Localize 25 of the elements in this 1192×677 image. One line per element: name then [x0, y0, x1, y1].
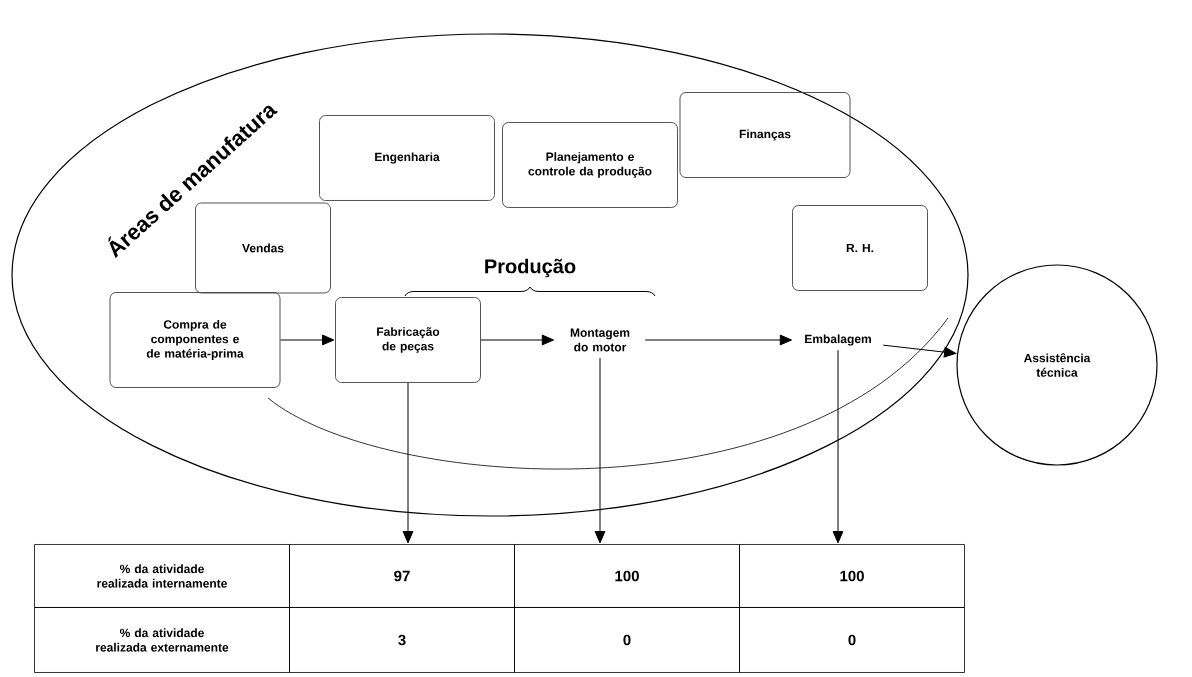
arrow: [594, 357, 606, 544]
area-box: Engenharia: [319, 115, 495, 201]
table-cell: 3: [289, 607, 515, 673]
arrow: [279, 334, 335, 346]
area-box: Finanças: [679, 92, 851, 178]
arrow: [832, 349, 844, 544]
group-label: Produção: [485, 258, 576, 278]
area-box: Planejamento e controle da produção: [502, 122, 678, 208]
arrow: [480, 334, 554, 346]
area-box: Compra de componentes e de matéria-prima: [109, 292, 281, 388]
area-box: Fabricação de peças: [335, 297, 481, 383]
table-cell: % da atividade realizada internamente: [34, 544, 290, 608]
table-cell: 0: [514, 607, 740, 673]
arrow: [644, 334, 792, 346]
process-text: Embalagem: [805, 334, 871, 346]
area-box: Vendas: [195, 202, 331, 294]
table-cell: 100: [514, 544, 740, 608]
process-text: Montagem do motor: [570, 328, 630, 352]
table-cell: 97: [289, 544, 515, 608]
table-cell: 100: [739, 544, 965, 608]
table-cell: % da atividade realizada externamente: [34, 607, 290, 673]
arrow: [402, 382, 414, 544]
arrow: [882, 344, 957, 358]
area-box: R. H.: [792, 205, 928, 291]
table-cell: 0: [739, 607, 965, 673]
